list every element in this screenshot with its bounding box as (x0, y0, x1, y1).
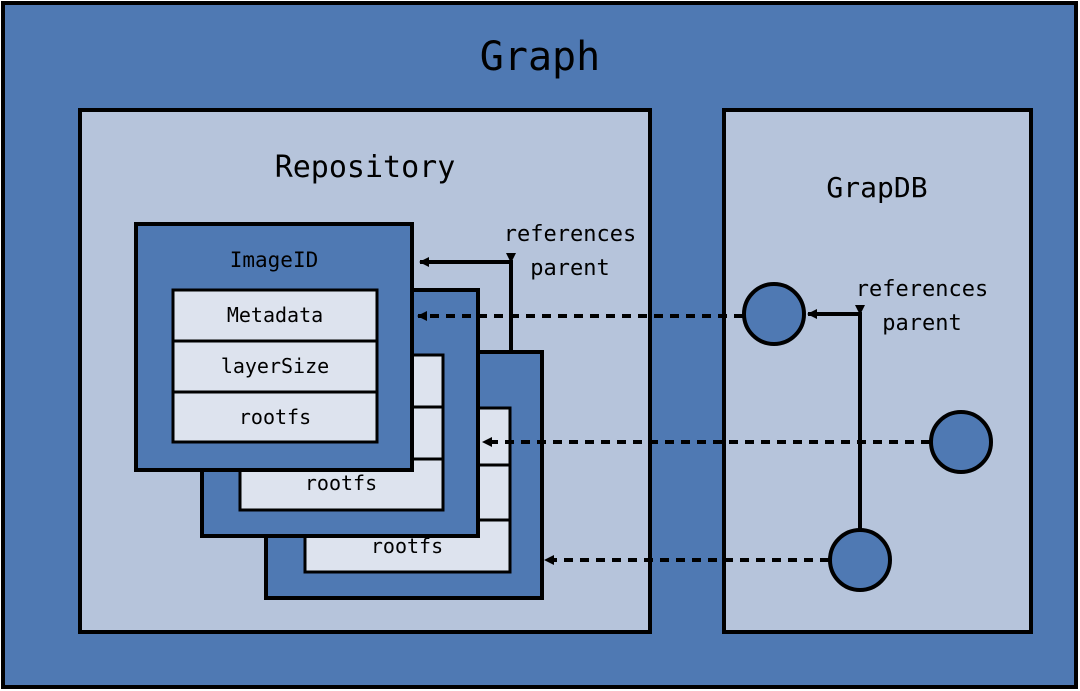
graphdb-reference-label-line2: parent (882, 311, 961, 336)
repository-reference-label-line1: references (504, 222, 636, 247)
rootfs-field (171, 390, 379, 444)
image-id-label: ImageID (230, 248, 319, 272)
metadata-field-label: Metadata (227, 303, 323, 327)
graphdb-node-middle (929, 410, 993, 474)
repository-title: Repository (275, 150, 456, 185)
metadata-field (171, 288, 379, 343)
image-layer-middle-rootfs-label: rootfs (305, 471, 377, 495)
image-card: ImageID Metadata layerSize rootfs (134, 222, 414, 472)
rootfs-field-label: rootfs (239, 405, 311, 429)
graphdb-node-bottom (828, 528, 892, 592)
graph-title: Graph (480, 34, 600, 80)
graphdb-title: GrapDB (826, 171, 927, 204)
graphdb-node-top (742, 282, 806, 346)
repository-reference-label-line2: parent (530, 256, 609, 281)
layer-size-field-label: layerSize (221, 354, 329, 378)
graphdb-panel (722, 108, 1033, 634)
layer-size-field (171, 339, 379, 394)
graphdb-reference-label-line1: references (856, 277, 988, 302)
